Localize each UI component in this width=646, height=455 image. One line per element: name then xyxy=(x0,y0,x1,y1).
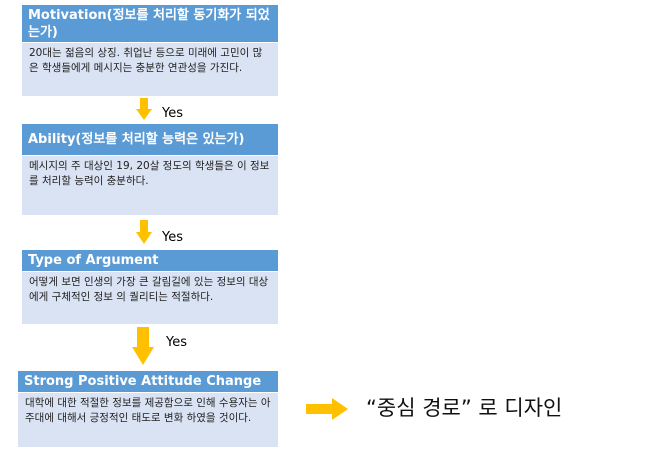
right-arrow-icon xyxy=(306,398,348,420)
motivation-header: Motivation(정보를 처리할 동기화가 되었는가) xyxy=(22,5,278,43)
ability-header: Ability(정보를 처리할 능력은 있는가) xyxy=(22,124,278,156)
yes-label-2: Yes xyxy=(162,230,183,245)
argument-type-header: Type of Argument xyxy=(22,250,278,272)
yes-label-3: Yes xyxy=(166,335,187,350)
down-arrow-1-icon xyxy=(136,98,152,120)
attitude-change-body: 대학에 대한 적절한 정보를 제공함으로 인해 수용자는 아주대에 대해서 긍정… xyxy=(18,393,278,447)
argument-type-body: 어떻게 보면 인생의 가장 큰 갈림길에 있는 정보의 대상에게 구체적인 정보… xyxy=(22,272,278,324)
yes-label-1: Yes xyxy=(162,106,183,121)
conclusion-text: “중심 경로” 로 디자인 xyxy=(366,396,563,420)
motivation-body: 20대는 젊음의 상징. 취업난 등으로 미래에 고민이 많은 학생들에게 메시… xyxy=(22,43,278,96)
down-arrow-2-icon xyxy=(136,220,152,244)
ability-body: 메시지의 주 대상인 19, 20살 정도의 학생들은 이 정보를 처리할 능력… xyxy=(22,156,278,215)
down-arrow-3-icon xyxy=(132,327,154,365)
attitude-change-header: Strong Positive Attitude Change xyxy=(18,371,278,393)
